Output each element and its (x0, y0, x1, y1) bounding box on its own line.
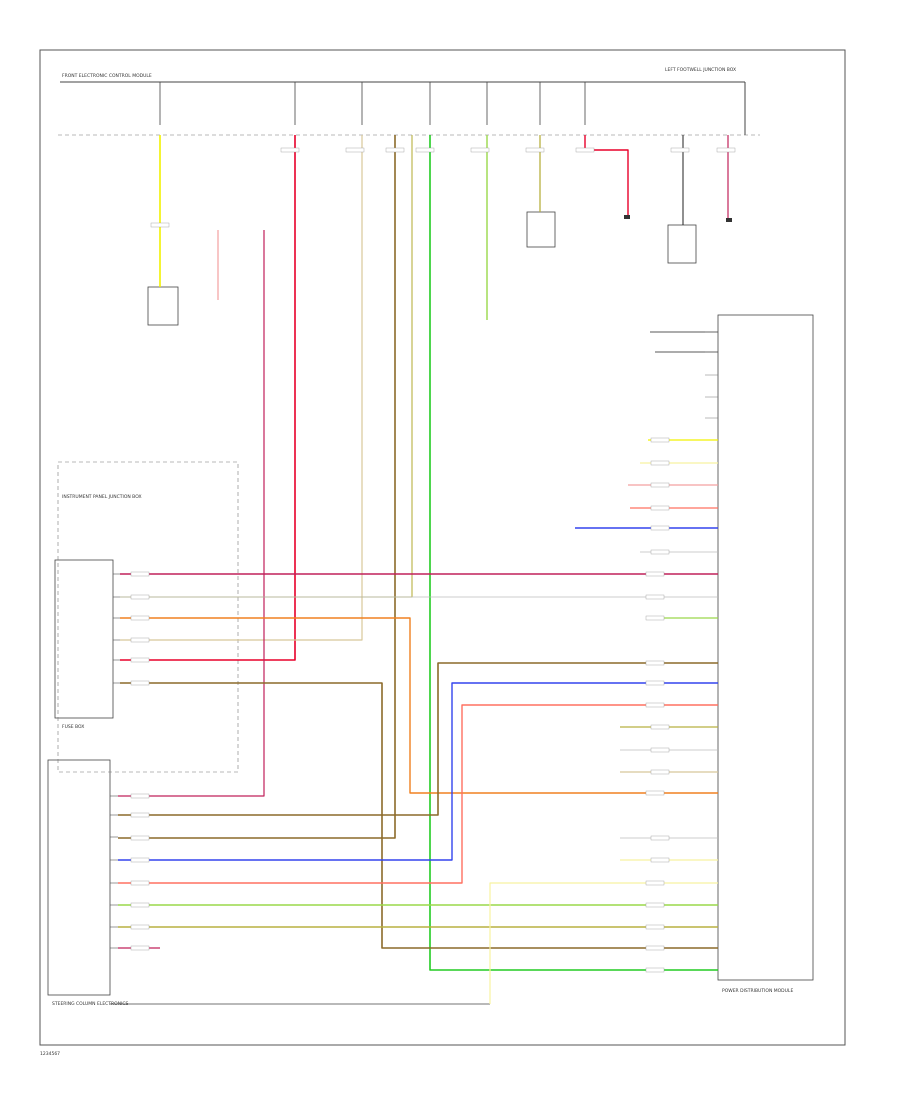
wire-tan-feed (120, 135, 363, 641)
wire-color-tag (130, 657, 150, 663)
wire-salmon-sc (118, 704, 718, 884)
wire-color-tag (130, 594, 150, 600)
wire-brown-sc (118, 662, 718, 816)
power-distribution-module (717, 314, 814, 981)
wire-red-right (584, 135, 629, 215)
component-fuse-ctr (526, 211, 556, 248)
wire-color-tag (645, 680, 665, 686)
wire-color-tag (645, 790, 665, 796)
wire-orange-feed (120, 135, 413, 598)
wire-color-tag (130, 793, 150, 799)
ground-symbol (624, 215, 630, 219)
ground-symbol (726, 218, 732, 222)
wire-color-tag (525, 147, 545, 153)
wire-color-tag (130, 615, 150, 621)
wire-color-tag (130, 924, 150, 930)
wire-color-tag (650, 724, 670, 730)
wire-color-tag (650, 525, 670, 531)
fuse-taps (159, 82, 586, 125)
wire-brown-feed (118, 135, 396, 839)
wire-color-tag (415, 147, 435, 153)
diagram-frame (39, 49, 846, 1046)
wire-color-tag (385, 147, 405, 153)
pdm-label: POWER DISTRIBUTION MODULE (722, 988, 793, 994)
footer-id: 1234567 (40, 1051, 60, 1057)
wire-color-tag (650, 857, 670, 863)
wire-color-tag (470, 147, 490, 153)
wire-color-tag (130, 571, 150, 577)
fuse-box-left (54, 559, 114, 719)
wire-color-tag (345, 147, 365, 153)
wire-orange-h (120, 617, 718, 794)
wires (118, 135, 729, 1004)
top-left-label: FRONT ELECTRONIC CONTROL MODULE (62, 73, 152, 79)
wire-color-tag (716, 147, 736, 153)
wire-color-tag (130, 945, 150, 951)
pin-ticks (110, 573, 120, 949)
wire-color-tag (645, 660, 665, 666)
wire-red-feed (120, 135, 296, 661)
wire-color-tag (575, 147, 595, 153)
wire-color-tag (130, 857, 150, 863)
top-right-label: LEFT FOOTWELL JUNCTION BOX (665, 67, 736, 73)
wire-color-tag (650, 747, 670, 753)
wire-color-tag (130, 680, 150, 686)
wire-color-tag (650, 835, 670, 841)
wire-color-tag (645, 924, 665, 930)
wire-lightyellow-sc (489, 882, 718, 1004)
wire-color-tag (150, 222, 170, 228)
wire-tags (130, 147, 736, 973)
wire-color-tag (280, 147, 300, 153)
steering-column-label: STEERING COLUMN ELECTRONICS (52, 1001, 129, 1007)
wire-color-tag (645, 967, 665, 973)
wire-color-tag (670, 147, 690, 153)
wire-color-tag (130, 812, 150, 818)
wire-magenta-long (118, 230, 265, 797)
wire-color-tag (650, 769, 670, 775)
fuse-box-label: FUSE BOX (62, 724, 84, 730)
wire-color-tag (645, 594, 665, 600)
component-left-light (147, 286, 179, 326)
wire-color-tag (645, 880, 665, 886)
wire-color-tag (645, 702, 665, 708)
wire-color-tag (130, 835, 150, 841)
ip-junction-label: INSTRUMENT PANEL JUNCTION BOX (62, 494, 142, 500)
wire-color-tag (650, 505, 670, 511)
wire-color-tag (645, 945, 665, 951)
wire-color-tag (650, 437, 670, 443)
pdm-pin-lines (705, 331, 718, 419)
wire-color-tag (130, 637, 150, 643)
wire-color-tag (130, 902, 150, 908)
wire-color-tag (130, 880, 150, 886)
wire-color-tag (645, 571, 665, 577)
steering-column-module (47, 759, 111, 996)
wire-color-tag (645, 902, 665, 908)
wire-green-feed (429, 135, 718, 971)
wire-blue-sc (118, 682, 718, 861)
wire-color-tag (650, 460, 670, 466)
wire-color-tag (650, 549, 670, 555)
wire-color-tag (650, 482, 670, 488)
component-right-a (667, 224, 697, 264)
wire-color-tag (645, 615, 665, 621)
